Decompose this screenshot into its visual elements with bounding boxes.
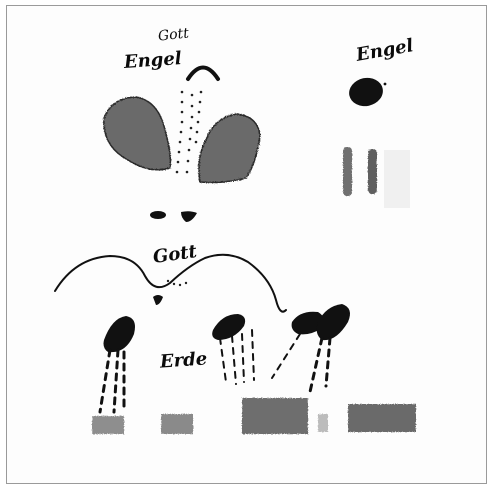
ground-block-4	[318, 414, 328, 432]
ground-block-3	[242, 398, 308, 434]
label-engel-left: Engel	[123, 50, 182, 72]
foot-mark-right	[181, 211, 197, 222]
ground-block-2	[161, 414, 193, 434]
figure-head-1	[104, 316, 136, 352]
angel-leg-left	[343, 147, 352, 196]
halo-arc	[188, 68, 218, 80]
figure-head-2	[212, 314, 245, 340]
right-wing	[199, 114, 260, 183]
label-gott-top: Gott	[157, 26, 189, 43]
ground-blocks	[92, 398, 416, 434]
gott-pendant	[153, 295, 163, 305]
angel-head-blob	[346, 75, 385, 109]
foot-mark-left	[150, 211, 166, 219]
label-erde: Erde	[159, 350, 207, 371]
ground-block-1	[92, 416, 124, 434]
left-wing	[104, 97, 171, 170]
ground-block-5	[348, 404, 416, 432]
figure-head-4	[317, 304, 350, 340]
dotted-body	[176, 91, 203, 174]
faint-shading	[384, 150, 410, 208]
angel-leg-right	[368, 149, 377, 194]
angel-dot	[384, 83, 387, 86]
